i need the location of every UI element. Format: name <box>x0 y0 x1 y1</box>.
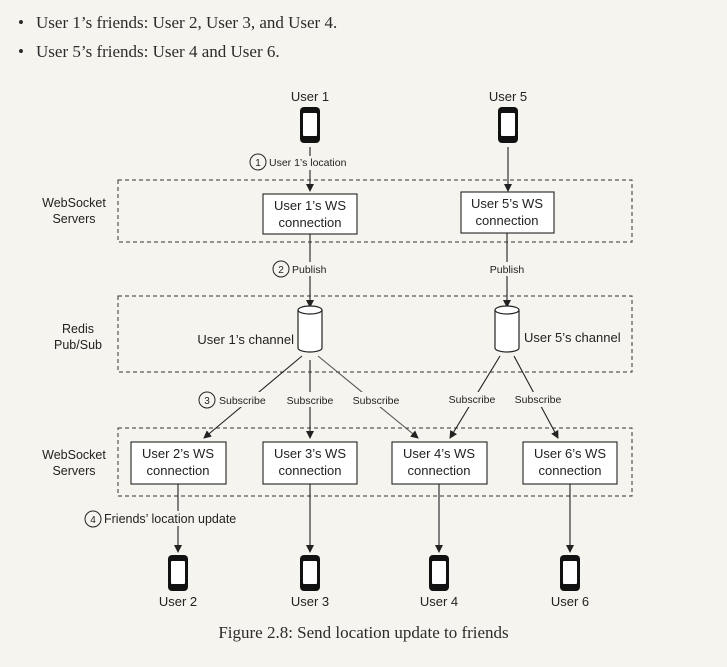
step-label: Friends’ location update <box>104 512 236 526</box>
ws-connection-label: User 5’s WS <box>471 196 543 211</box>
user-label-user5: User 5 <box>489 89 527 104</box>
ws-connection-label: connection <box>408 463 471 478</box>
step-badge <box>198 391 216 409</box>
bullet-item: •User 1’s friends: User 2, User 3, and U… <box>18 13 338 32</box>
ws-connection-label: User 6’s WS <box>534 446 606 461</box>
subscribe-label: Subscribe <box>449 394 496 406</box>
channel-label: User 1’s channel <box>197 332 294 347</box>
ws-connection-label: connection <box>539 463 602 478</box>
subscribe-label: Subscribe <box>353 395 400 407</box>
step-number: 2 <box>278 265 284 276</box>
ws-connection-box <box>391 441 488 485</box>
user-label-user1: User 1 <box>291 89 329 104</box>
tier-label-redis: Redis <box>62 322 94 336</box>
ws-connection-label: connection <box>279 215 342 230</box>
ws-connection-label: connection <box>279 463 342 478</box>
ws-connection-label: User 4’s WS <box>403 446 475 461</box>
user-label: User 2 <box>159 594 197 609</box>
user-label: User 3 <box>291 594 329 609</box>
bullet-text: User 5’s friends: User 4 and User 6. <box>36 42 280 61</box>
channel-cylinder-icon <box>297 305 323 353</box>
step-label: Publish <box>292 264 327 276</box>
user-label: User 4 <box>420 594 458 609</box>
websocket-servers-top-tier <box>117 179 633 243</box>
ws-connection-label: User 2’s WS <box>142 446 214 461</box>
tier-label-redis: Pub/Sub <box>54 338 102 352</box>
redis-pubsub-tier <box>117 295 633 373</box>
phone-icon <box>300 107 320 143</box>
ws-connection-label: User 1’s WS <box>274 198 346 213</box>
step-number: 4 <box>90 515 96 526</box>
step-badge <box>249 153 267 171</box>
user-label: User 6 <box>551 594 589 609</box>
ws-connection-label: connection <box>476 213 539 228</box>
tier-label-websocket-top: Servers <box>52 212 95 226</box>
subscribe-label: Subscribe <box>219 395 266 407</box>
bullet-text: User 1’s friends: User 2, User 3, and Us… <box>36 13 338 32</box>
subscribe-label: Subscribe <box>287 395 334 407</box>
step-label: User 1’s location <box>269 157 347 169</box>
phone-icon <box>300 555 320 591</box>
tier-label-websocket-bottom: Servers <box>52 464 95 478</box>
tier-label-websocket-top: WebSocket <box>42 196 106 210</box>
websocket-servers-bottom-tier <box>117 427 633 497</box>
step-badge <box>272 260 290 278</box>
tier-label-websocket-bottom: WebSocket <box>42 448 106 462</box>
friends-list: •User 1’s friends: User 2, User 3, and U… <box>18 8 337 66</box>
step-number: 3 <box>204 396 210 407</box>
ws-connection-label: User 3’s WS <box>274 446 346 461</box>
phone-icon <box>168 555 188 591</box>
ws-connection-box <box>460 191 555 234</box>
figure-caption: Figure 2.8: Send location update to frie… <box>218 623 509 642</box>
channel-cylinder-icon <box>494 305 520 353</box>
step-label: Publish <box>490 264 525 276</box>
subscribe-label: Subscribe <box>515 394 562 406</box>
phone-icon <box>498 107 518 143</box>
channel-label: User 5’s channel <box>524 330 621 345</box>
bullet-item: •User 5’s friends: User 4 and User 6. <box>18 42 280 61</box>
step-number: 1 <box>255 158 261 169</box>
step-badge <box>84 510 102 528</box>
phone-icon <box>560 555 580 591</box>
ws-connection-box <box>262 193 358 235</box>
ws-connection-label: connection <box>147 463 210 478</box>
ws-connection-box <box>262 441 358 485</box>
phone-icon <box>429 555 449 591</box>
